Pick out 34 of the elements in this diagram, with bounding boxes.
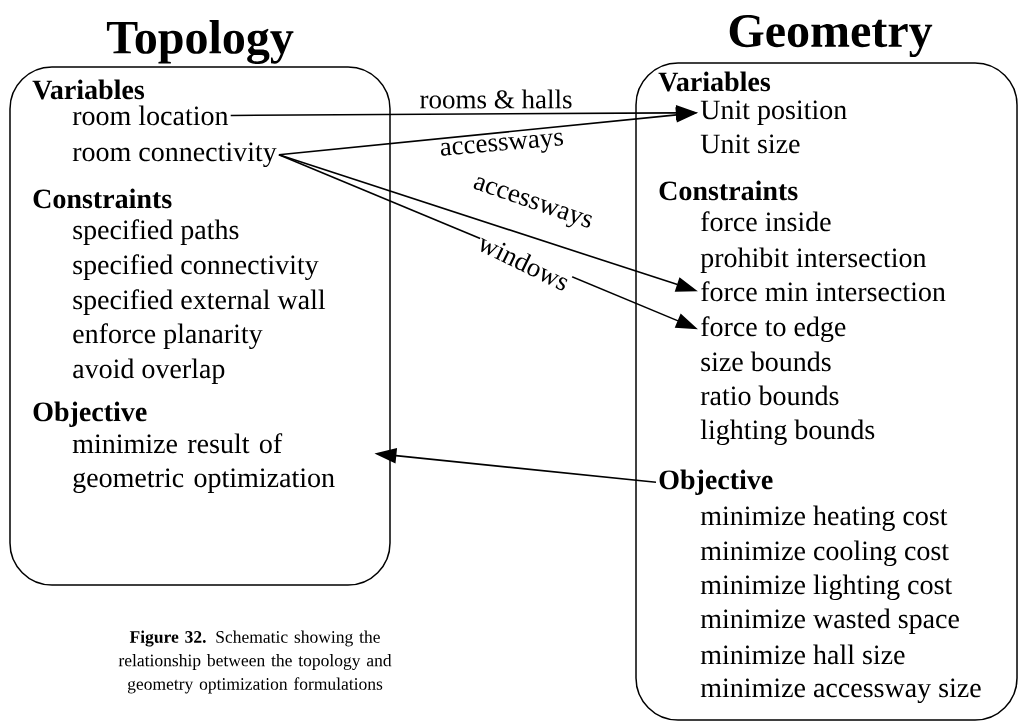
- list-item: force to edge: [701, 316, 846, 343]
- list-item: minimize accessway size: [700, 678, 981, 704]
- list-item: specified connectivity: [73, 254, 319, 281]
- list-item: minimize hall size: [700, 644, 905, 665]
- caption: Figure 32. Schematic showing the relationship between the topology and geometry optimization formulations: [118, 630, 392, 694]
- list-item: force min intersection: [701, 281, 946, 302]
- section-heading: Constraints: [33, 188, 172, 209]
- section-heading: Variables: [32, 79, 145, 100]
- list-item: specified external wall: [73, 289, 326, 315]
- section-heading: Objective: [659, 469, 773, 495]
- panel-title: Geometry: [729, 14, 933, 58]
- list-item: minimize lighting cost: [700, 574, 953, 601]
- list-item: prohibit intersection: [700, 247, 927, 273]
- edge-label: accessways: [438, 131, 566, 163]
- panel-title: Topology: [106, 20, 294, 64]
- list-item: minimize heating cost: [700, 505, 948, 532]
- list-item: room connectivity: [72, 142, 277, 168]
- section-heading: Constraints: [659, 180, 798, 201]
- list-item: minimize result of geometric optimization: [72, 433, 335, 493]
- list-item: Unit size: [700, 134, 800, 154]
- list-item: minimize cooling cost: [700, 540, 949, 567]
- list-item: lighting bounds: [700, 419, 875, 446]
- list-item: minimize wasted space: [700, 608, 959, 634]
- list-item: room location: [72, 105, 229, 126]
- list-item: ratio bounds: [700, 385, 839, 406]
- list-item: force inside: [701, 211, 831, 232]
- edge-label: rooms & halls: [418, 88, 574, 110]
- list-item: Unit position: [700, 100, 847, 125]
- list-item: size bounds: [701, 351, 831, 372]
- list-item: specified paths: [73, 219, 239, 245]
- list-item: enforce planarity: [73, 323, 263, 350]
- section-heading: Variables: [658, 71, 771, 92]
- section-heading: Objective: [33, 401, 147, 427]
- list-item: avoid overlap: [73, 358, 225, 384]
